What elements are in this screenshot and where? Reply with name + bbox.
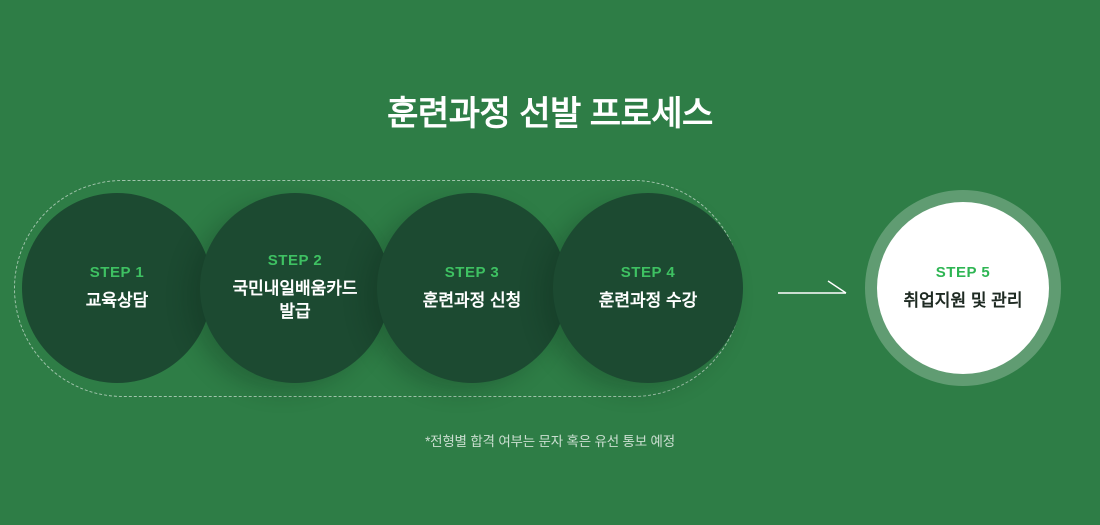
step-circle-5-halo: STEP 5 취업지원 및 관리: [865, 190, 1061, 386]
arrow-right-icon: [778, 280, 847, 294]
step-circle-3: STEP 3 훈련과정 신청: [377, 193, 567, 383]
step-circle-5: STEP 5 취업지원 및 관리: [877, 202, 1049, 374]
step-circle-1: STEP 1 교육상담: [22, 193, 212, 383]
step-3-title: 훈련과정 신청: [422, 290, 522, 310]
step-circle-2: STEP 2 국민내일배움카드 발급: [200, 193, 390, 383]
footnote-text: *전형별 합격 여부는 문자 혹은 유선 통보 예정: [425, 434, 675, 449]
step-1-number-label: STEP 1: [89, 263, 145, 281]
step-4-title: 훈련과정 수강: [598, 290, 698, 310]
step-5-number-label: STEP 5: [935, 263, 991, 281]
page-title: 훈련과정 선발 프로세스: [387, 95, 713, 133]
step-circle-4: STEP 4 훈련과정 수강: [553, 193, 743, 383]
step-1-title: 교육상담: [85, 290, 149, 310]
step-2-number-label: STEP 2: [267, 252, 323, 270]
step-2-title: 국민내일배움카드 발급: [232, 279, 358, 321]
step-4-number-label: STEP 4: [620, 263, 676, 281]
step-3-number-label: STEP 3: [444, 263, 500, 281]
step-5-title: 취업지원 및 관리: [903, 290, 1023, 310]
